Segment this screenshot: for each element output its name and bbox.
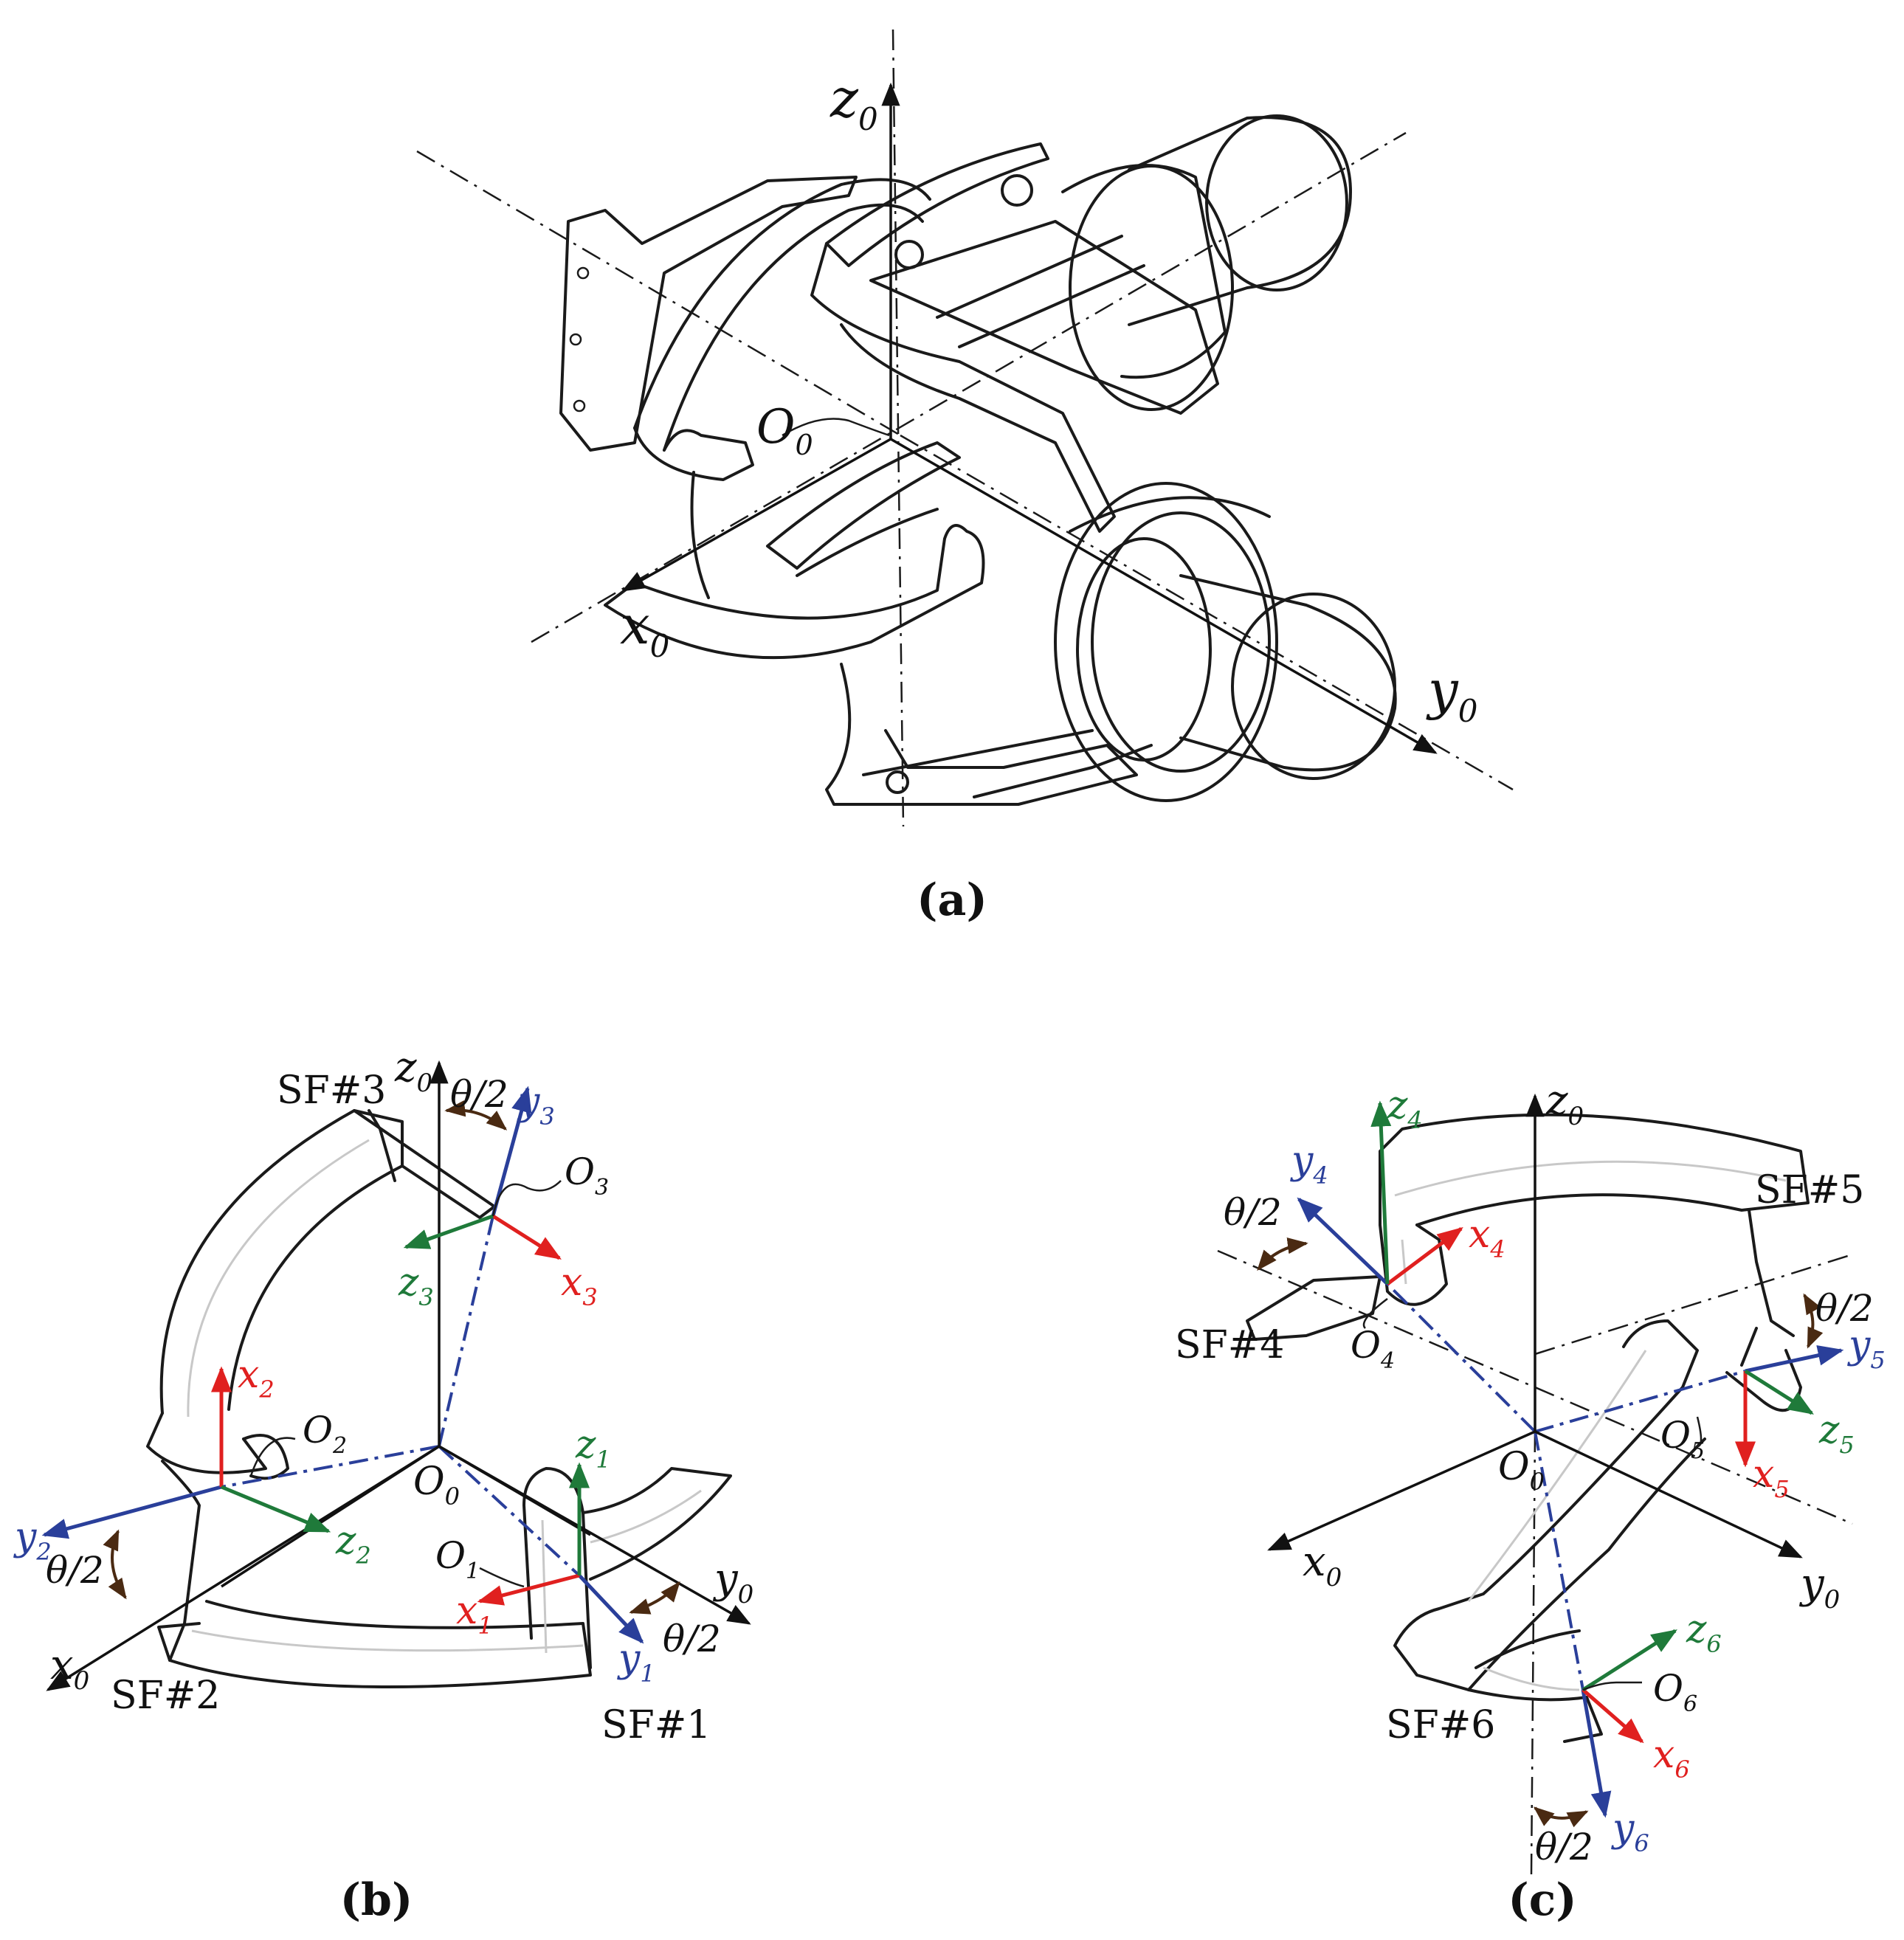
ray-o4 — [1386, 1283, 1536, 1433]
sf3-label: SF#3 — [277, 1069, 386, 1113]
diagonal-centerline-left — [416, 150, 901, 437]
theta-label-3: θ/2 — [450, 1073, 508, 1116]
x0-axis-arrow — [621, 438, 891, 592]
panel-b: z0 x0 y0 O0 y3 x3 z3 O3 θ/2 y2 x2 z2 O2 … — [13, 1043, 753, 1926]
o4-label: O4 — [1351, 1324, 1395, 1374]
panel-a: z0 x0 y0 O0 (a) — [416, 29, 1514, 926]
caption-b: (b) — [340, 1874, 413, 1926]
caption-c: (c) — [1508, 1874, 1576, 1926]
y0-label: y0 — [1426, 659, 1477, 729]
flexure-sf4 — [1246, 1223, 1448, 1341]
x1-label: x1 — [456, 1589, 493, 1640]
flexure-joint-assembly — [559, 114, 1397, 806]
o5-label: O5 — [1660, 1414, 1705, 1464]
x3-label: x3 — [561, 1260, 598, 1311]
panel-c: z0 x0 y0 O0 y4 x4 z4 O4 θ/2 y5 x5 z5 O5 … — [1175, 1077, 1886, 1926]
theta-label-2: θ/2 — [46, 1549, 104, 1592]
x6-label: x6 — [1653, 1733, 1690, 1784]
z4-label: z4 — [1387, 1083, 1423, 1134]
sf5-label: SF#5 — [1755, 1168, 1864, 1212]
z0-label-c: z0 — [1545, 1077, 1584, 1131]
frame-5 — [1696, 1293, 1844, 1468]
centerline-o5 — [1534, 1253, 1853, 1356]
theta-label-1: θ/2 — [663, 1618, 721, 1660]
x0-label-b: x0 — [50, 1641, 89, 1696]
y3-label: y3 — [517, 1080, 555, 1130]
frame-6 — [1533, 1629, 1677, 1828]
y2-label: y2 — [13, 1515, 52, 1566]
theta-label-5: θ/2 — [1815, 1287, 1874, 1330]
theta-label-6: θ/2 — [1535, 1826, 1593, 1868]
y0-label-c: y0 — [1798, 1560, 1840, 1615]
x0-axis-arrow-c — [1267, 1430, 1536, 1551]
z2-label: z2 — [335, 1519, 371, 1570]
y0-axis-arrow-c — [1534, 1430, 1803, 1558]
ray-o3 — [438, 1215, 494, 1447]
ray-o6 — [1534, 1431, 1584, 1691]
frame-1 — [477, 1462, 680, 1644]
o2-label: O2 — [303, 1409, 347, 1459]
ray-o5 — [1534, 1370, 1746, 1433]
y0-axis-arrow-b — [438, 1445, 751, 1625]
centerline-o6 — [1530, 1431, 1536, 1875]
o6-label: O6 — [1653, 1667, 1697, 1717]
o0-label: O0 — [756, 400, 813, 461]
y6-label: y6 — [1611, 1806, 1649, 1857]
z0-label: z0 — [829, 67, 878, 137]
ray-o2 — [221, 1445, 440, 1488]
y1-label: y1 — [617, 1637, 655, 1688]
x0-label: x0 — [620, 594, 669, 664]
x4-label: x4 — [1469, 1212, 1505, 1263]
x-centerline — [531, 131, 1407, 643]
ray-o1 — [438, 1445, 581, 1577]
z5-label: z5 — [1818, 1408, 1855, 1459]
z1-label: z1 — [575, 1423, 611, 1474]
flexure-sf2 — [157, 1434, 592, 1688]
y0-axis-arrow — [890, 438, 1438, 754]
o1-label: O1 — [435, 1534, 480, 1584]
frame-3 — [403, 1085, 562, 1260]
sf2-label: SF#2 — [111, 1674, 220, 1718]
flexure-sf6 — [1393, 1319, 1706, 1743]
sf4-label: SF#4 — [1175, 1323, 1284, 1367]
o0-leader-line — [782, 418, 890, 437]
o0-label-c: O0 — [1498, 1445, 1545, 1496]
y0-label-b: y0 — [712, 1555, 753, 1609]
x5-label: x5 — [1753, 1452, 1790, 1503]
z0-label-b: z0 — [394, 1043, 432, 1098]
o0-label-b: O0 — [413, 1460, 460, 1511]
theta-label-4: θ/2 — [1224, 1191, 1282, 1234]
y4-label: y4 — [1290, 1139, 1328, 1190]
x0-axis-arrow-b — [46, 1445, 440, 1691]
o3-label: O3 — [565, 1150, 609, 1201]
x2-label: x2 — [238, 1353, 275, 1404]
frame-2 — [41, 1366, 331, 1600]
x0-label-c: x0 — [1303, 1538, 1342, 1592]
frame-4 — [1257, 1100, 1463, 1329]
z6-label: z6 — [1686, 1607, 1722, 1658]
sf1-label: SF#1 — [601, 1703, 711, 1747]
y5-label: y5 — [1847, 1323, 1886, 1374]
caption-a: (a) — [917, 874, 987, 926]
sf6-label: SF#6 — [1386, 1703, 1495, 1747]
z3-label: z3 — [398, 1260, 434, 1311]
flexure-sf3 — [146, 1109, 496, 1474]
